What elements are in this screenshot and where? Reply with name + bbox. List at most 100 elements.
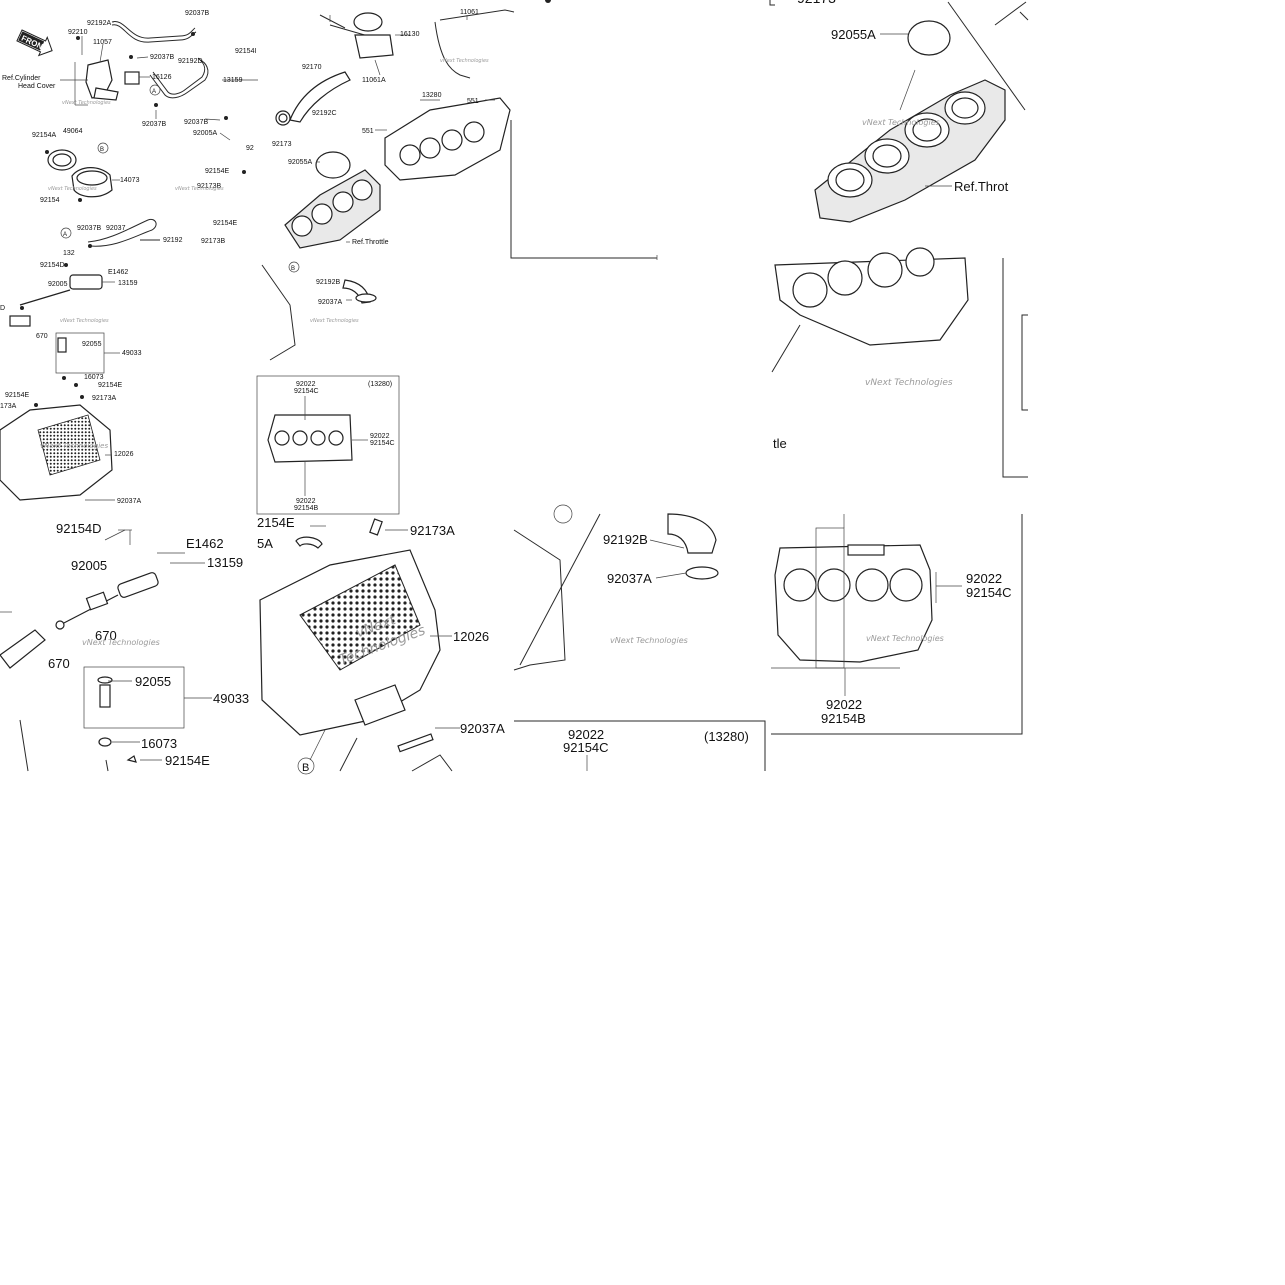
label-92055A: 92055A xyxy=(288,159,312,166)
grommet-16073 xyxy=(98,737,112,747)
label-92173: 92173 xyxy=(272,141,292,148)
callout-A: A xyxy=(152,89,156,95)
label-92037B: 92037B xyxy=(184,119,208,126)
callout-B: B xyxy=(302,762,309,774)
housing-16130 xyxy=(353,12,383,32)
label-tle: tle xyxy=(773,436,787,451)
label-16073: 16073 xyxy=(141,736,177,751)
sensor-13159 xyxy=(69,274,103,290)
label-551: 551 xyxy=(362,128,374,135)
label-92154E: 92154E xyxy=(205,168,229,175)
label-92037B: 92037B xyxy=(150,54,174,61)
label-132: 132 xyxy=(63,250,75,257)
label-16126: 16126 xyxy=(152,74,172,81)
inset-label-92022: 92022 xyxy=(370,433,390,440)
label-92154E: 92154E xyxy=(98,382,122,389)
watermark: vNext Technologies xyxy=(865,378,953,388)
label-92154D: 92154D xyxy=(40,262,65,269)
label-92173A: 92173A xyxy=(92,395,116,402)
label-13159: 13159 xyxy=(207,555,243,570)
inset-label-92022: 92022 xyxy=(296,498,316,505)
watermark: vNext Technologies xyxy=(48,186,97,192)
label-12026: 12026 xyxy=(453,629,489,644)
inset-code-13280: (13280) xyxy=(704,729,749,744)
label-92037B: 92037B xyxy=(185,10,209,17)
label-92173B: 92173B xyxy=(197,183,221,190)
label-16073: 16073 xyxy=(84,374,104,381)
tile-4-throttle-zoom: 92173 92055A Ref.Throt vNext Technologie… xyxy=(769,0,1029,223)
label-92192: 92192 xyxy=(163,237,183,244)
label-11061A: 11061A xyxy=(362,77,386,84)
label-ref-cylinder: Ref.Cylinder xyxy=(2,75,41,82)
label-92154A: 92154A xyxy=(32,132,56,139)
label-92170: 92170 xyxy=(302,64,322,71)
label-16130: 16130 xyxy=(400,31,420,38)
watermark: vNext Technologies xyxy=(440,58,489,64)
inset-code-13280: (13280) xyxy=(368,381,392,388)
label-92037B: 92037B xyxy=(77,225,101,232)
label-ref-throttle: Ref.Throt xyxy=(954,179,1009,194)
oring-92055A xyxy=(907,20,951,56)
label-92037A: 92037A xyxy=(607,571,652,586)
label-ref-throttle: Ref.Throttle xyxy=(352,239,389,246)
label-13159: 13159 xyxy=(223,77,243,84)
label-E1462: E1462 xyxy=(108,269,128,276)
tile-9-elbow-zoom: 92192B 92037A 92022 92154C (13280) vNext… xyxy=(513,504,766,771)
label-551: 551 xyxy=(467,98,479,105)
label-92022: 92022 xyxy=(826,697,862,712)
inset-label-92154C: 92154C xyxy=(370,440,395,447)
hose-92192C xyxy=(289,71,351,123)
callout-B: B xyxy=(100,147,104,153)
label-E1462: E1462 xyxy=(186,536,224,551)
tile-1-overview: FRONT xyxy=(0,10,258,505)
label-92055: 92055 xyxy=(135,674,171,689)
label-92154E: 92154E xyxy=(165,753,210,768)
clamp-92037A xyxy=(685,566,719,580)
tile-8-airbox-zoom: 2154E 5A 92173A 12026 92037A B vNext Tec… xyxy=(257,515,505,775)
sensor-92055 xyxy=(99,684,111,708)
label-92173B: 92173B xyxy=(201,238,225,245)
label-92037A: 92037A xyxy=(318,299,342,306)
label-49033: 49033 xyxy=(213,691,249,706)
label-11061: 11061 xyxy=(460,9,479,16)
label-670: 670 xyxy=(48,656,70,671)
inset-label-92154C: 92154C xyxy=(563,740,609,755)
inset-label-92022: 92022 xyxy=(568,727,604,742)
label-12026: 12026 xyxy=(114,451,134,458)
inset-label-92154C: 92154C xyxy=(294,388,319,395)
front-arrow-icon: FRONT xyxy=(16,29,53,57)
label-670: 670 xyxy=(95,628,117,643)
callout-A: A xyxy=(63,232,67,238)
label-92037A: 92037A xyxy=(117,498,141,505)
clamp-92037A xyxy=(355,293,377,303)
label-92192C: 92192C xyxy=(312,110,337,117)
label-92: 92 xyxy=(246,145,254,152)
tile-2-throttle-body: 16130 11061 11061A 92170 92192C 13280 55… xyxy=(256,9,515,515)
label-92154: 92154 xyxy=(40,197,60,204)
label-92192B: 92192B xyxy=(316,279,340,286)
watermark: vNext Technologies xyxy=(866,634,944,643)
sensor-92055 xyxy=(57,337,67,353)
watermark: vNext Technologies xyxy=(60,318,109,324)
label-92192B: 92192B xyxy=(603,532,648,547)
label-5A: 5A xyxy=(257,536,273,551)
tile-3 xyxy=(510,0,658,260)
label-92055A: 92055A xyxy=(831,27,876,42)
inset-box-49033 xyxy=(83,666,185,729)
label-92037A: 92037A xyxy=(460,721,505,736)
watermark: vNext Technologies xyxy=(175,186,224,192)
label-92005: 92005 xyxy=(48,281,68,288)
label-92154E: 92154E xyxy=(213,220,237,227)
label-49064: 49064 xyxy=(63,128,83,135)
watermark: vNext Technologies xyxy=(310,318,359,324)
label-92055: 92055 xyxy=(82,341,102,348)
oring-92055A xyxy=(315,151,351,179)
inset-box-13280 xyxy=(256,375,400,515)
elbow-92192B xyxy=(667,513,717,554)
label-92210: 92210 xyxy=(68,29,88,36)
label-head-cover: Head Cover xyxy=(18,83,56,90)
sensor-13159 xyxy=(117,572,159,598)
watermark: vNext Technologies xyxy=(40,442,108,450)
label-173A: 173A xyxy=(0,403,17,410)
label-92037B: 92037B xyxy=(142,121,166,128)
